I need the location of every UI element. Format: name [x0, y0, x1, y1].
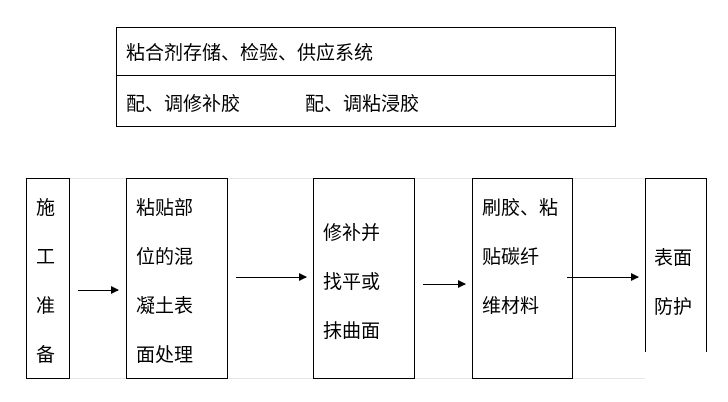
flow-arrow-2 [236, 273, 307, 281]
step-text-line: 面处理 [136, 344, 194, 366]
step-surface-protection: 表面 防护 [645, 178, 707, 352]
step-text-line: 贴碳纤 [482, 246, 540, 268]
adhesive-system-box: 粘合剂存储、检验、供应系统 配、调修补胶 配、调粘浸胶 [116, 27, 616, 127]
repair-glue-label: 配、调修补胶 [126, 93, 241, 115]
step-text-line: 粘贴部 [136, 197, 194, 219]
step-text-line: 施 [36, 197, 56, 219]
system-box-divider [117, 75, 615, 76]
step-text-line: 防护 [654, 296, 693, 318]
step-text-line: 抹曲面 [323, 320, 381, 342]
flow-arrow-3 [423, 280, 466, 288]
flow-arrow-1 [78, 286, 119, 294]
impregnation-glue-label: 配、调粘浸胶 [305, 93, 420, 115]
system-title: 粘合剂存储、检验、供应系统 [126, 42, 374, 64]
step-text-line: 工 [36, 246, 56, 268]
step-text-line: 备 [36, 344, 56, 366]
step-surface-treatment: 粘贴部 位的混 凝土表 面处理 [126, 178, 228, 379]
step-construction-prep: 施 工 准 备 [26, 178, 70, 379]
step-text-line: 表面 [654, 247, 693, 269]
step-text-line: 找平或 [323, 271, 381, 293]
step-text-line: 凝土表 [136, 295, 194, 317]
step-text-line: 维材料 [482, 295, 540, 317]
step-repair-level: 修补并 找平或 抹曲面 [313, 178, 415, 379]
step-glue-carbon-fiber: 刷胶、粘 贴碳纤 维材料 [472, 178, 573, 379]
step-text-line: 位的混 [136, 246, 194, 268]
step-text-line: 刷胶、粘 [482, 197, 559, 219]
step-text-line: 准 [36, 295, 56, 317]
flow-arrow-4 [567, 273, 639, 281]
step-text-line: 修补并 [323, 222, 381, 244]
